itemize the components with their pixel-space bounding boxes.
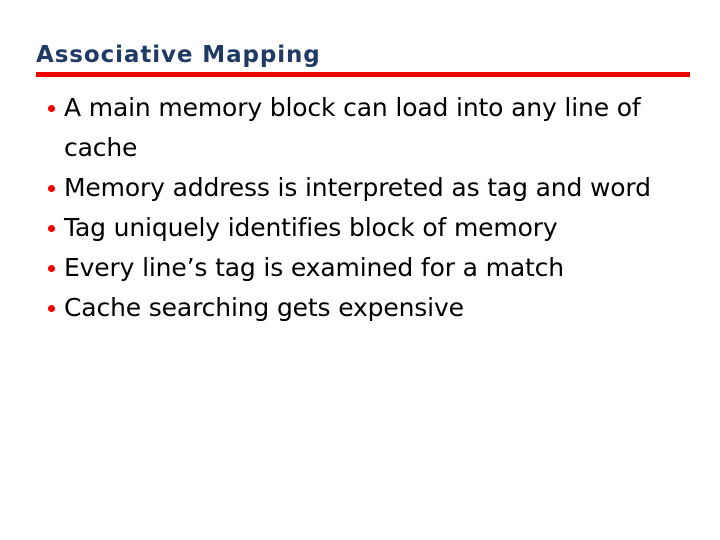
list-item: Every line’s tag is examined for a match [36, 248, 696, 288]
list-item-label: Memory address is interpreted as tag and… [64, 173, 651, 202]
bullet-dot-icon [48, 225, 55, 232]
title-divider-rule [36, 72, 690, 77]
list-item: Memory address is interpreted as tag and… [36, 168, 696, 208]
bullet-list: A main memory block can load into any li… [36, 88, 696, 328]
list-item: Tag uniquely identifies block of memory [36, 208, 696, 248]
list-item-label: A main memory block can load into any li… [64, 93, 641, 162]
bullet-dot-icon [48, 265, 55, 272]
bullet-dot-icon [48, 185, 55, 192]
list-item-label: Tag uniquely identifies block of memory [64, 213, 558, 242]
list-item: A main memory block can load into any li… [36, 88, 696, 168]
bullet-dot-icon [48, 305, 55, 312]
list-item: Cache searching gets expensive [36, 288, 696, 328]
list-item-label: Cache searching gets expensive [64, 293, 464, 322]
page-title: Associative Mapping [36, 42, 321, 68]
list-item-label: Every line’s tag is examined for a match [64, 253, 564, 282]
bullet-dot-icon [48, 105, 55, 112]
